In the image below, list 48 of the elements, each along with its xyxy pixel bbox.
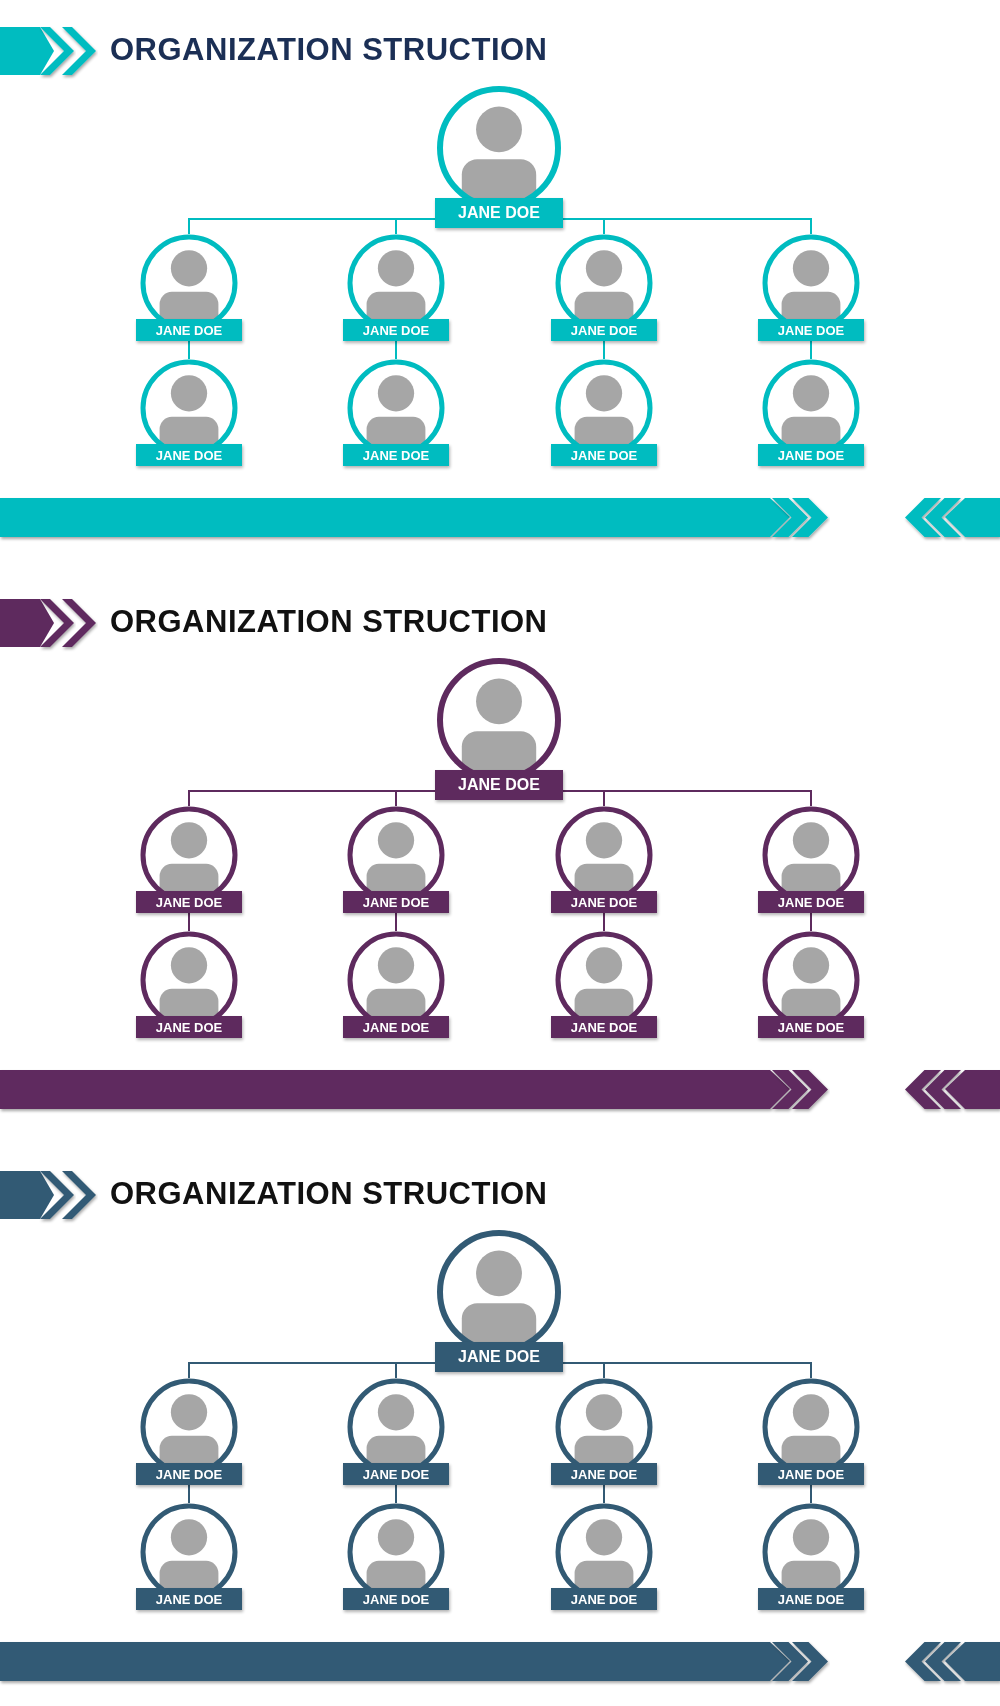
name-label: JANE DOE xyxy=(435,770,563,800)
name-label: JANE DOE xyxy=(136,444,242,466)
name-label: JANE DOE xyxy=(551,444,657,466)
name-label: JANE DOE xyxy=(343,444,449,466)
connector-line xyxy=(810,912,812,932)
name-label: JANE DOE xyxy=(136,1463,242,1485)
name-label: JANE DOE xyxy=(758,319,864,341)
name-label: JANE DOE xyxy=(136,891,242,913)
name-label: JANE DOE xyxy=(136,1016,242,1038)
connector-line xyxy=(188,1484,190,1504)
name-label: JANE DOE xyxy=(758,1588,864,1610)
connector-line xyxy=(562,218,812,235)
name-label: JANE DOE xyxy=(343,1016,449,1038)
heading: ORGANIZATION STRUCTION xyxy=(110,604,548,640)
name-label: JANE DOE xyxy=(136,319,242,341)
connector-line xyxy=(188,912,190,932)
name-label: JANE DOE xyxy=(551,1463,657,1485)
heading: ORGANIZATION STRUCTION xyxy=(110,1176,548,1212)
connector-line xyxy=(395,340,397,360)
name-label: JANE DOE xyxy=(136,1588,242,1610)
connector-line xyxy=(810,340,812,360)
connector-line xyxy=(562,790,812,807)
name-label: JANE DOE xyxy=(551,319,657,341)
name-label: JANE DOE xyxy=(435,198,563,228)
title: ORGANIZATION STRUCTION xyxy=(110,32,548,68)
name-label: JANE DOE xyxy=(343,891,449,913)
connector-line xyxy=(395,790,436,807)
name-label: JANE DOE xyxy=(343,319,449,341)
connector-line xyxy=(395,1362,436,1379)
name-label: JANE DOE xyxy=(551,1588,657,1610)
connector-line xyxy=(603,912,605,932)
name-label: JANE DOE xyxy=(551,891,657,913)
name-label: JANE DOE xyxy=(758,1463,864,1485)
name-label: JANE DOE xyxy=(343,1588,449,1610)
name-label: JANE DOE xyxy=(758,891,864,913)
connector-line xyxy=(395,912,397,932)
connector-line xyxy=(395,1484,397,1504)
name-label: JANE DOE xyxy=(758,444,864,466)
connector-line xyxy=(188,340,190,360)
name-label: JANE DOE xyxy=(551,1016,657,1038)
name-label: JANE DOE xyxy=(758,1016,864,1038)
connector-line xyxy=(603,1484,605,1504)
connector-line xyxy=(395,218,436,235)
connector-line xyxy=(810,1484,812,1504)
connector-line xyxy=(562,1362,812,1379)
connector-line xyxy=(603,340,605,360)
name-label: JANE DOE xyxy=(435,1342,563,1372)
name-label: JANE DOE xyxy=(343,1463,449,1485)
